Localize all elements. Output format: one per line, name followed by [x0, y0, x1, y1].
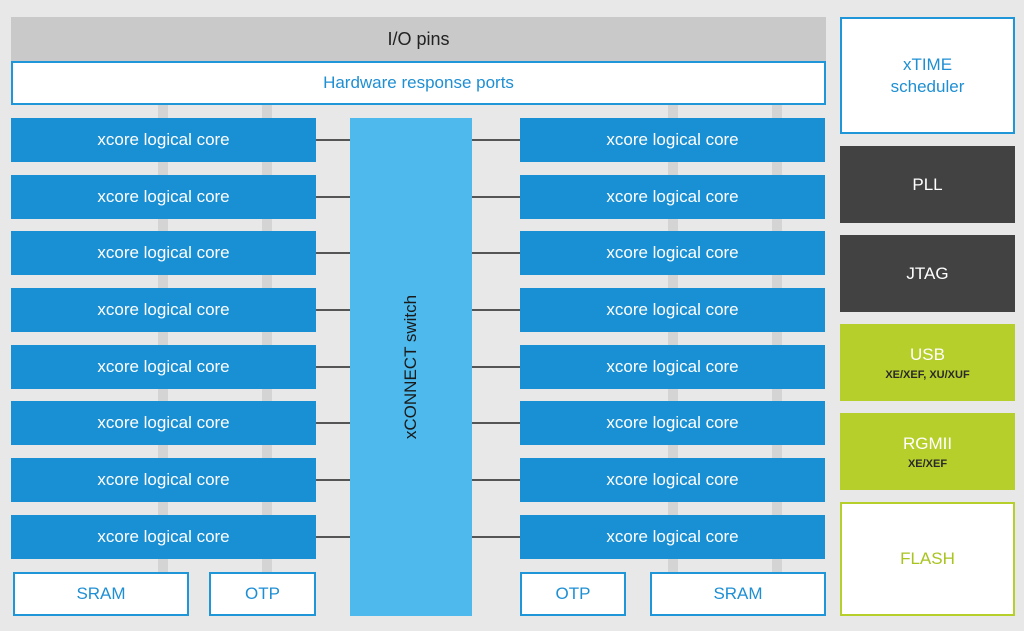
bus-line [158, 105, 168, 573]
jtag-label: JTAG [906, 263, 949, 283]
left-switch-link [316, 479, 350, 481]
left-switch-link [316, 196, 350, 198]
usb-block: USB XE/XEF, XU/XUF [840, 324, 1015, 401]
right-core-4: xcore logical core [520, 288, 825, 332]
right-switch-link [472, 252, 520, 254]
right-sram: SRAM [650, 572, 826, 616]
left-core-6: xcore logical core [11, 401, 316, 445]
flash-label: FLASH [900, 549, 955, 568]
usb-sublabel: XE/XEF, XU/XUF [885, 368, 970, 381]
io-pins-bar: I/O pins [11, 17, 826, 61]
left-core-8: xcore logical core [11, 515, 316, 559]
right-otp: OTP [520, 572, 626, 616]
right-core-5: xcore logical core [520, 345, 825, 389]
left-core-1: xcore logical core [11, 118, 316, 162]
right-core-7: xcore logical core [520, 458, 825, 502]
rgmii-block: RGMII XE/XEF [840, 413, 1015, 490]
right-core-1: xcore logical core [520, 118, 825, 162]
right-switch-link [472, 309, 520, 311]
hardware-response-ports: Hardware response ports [11, 61, 826, 105]
scheduler-label: scheduler [890, 76, 965, 96]
right-core-6: xcore logical core [520, 401, 825, 445]
right-core-3: xcore logical core [520, 231, 825, 275]
flash-block: FLASH [840, 502, 1015, 616]
pll-label: PLL [912, 174, 943, 194]
right-switch-link [472, 479, 520, 481]
left-switch-link [316, 422, 350, 424]
left-core-7: xcore logical core [11, 458, 316, 502]
rgmii-label: RGMII [902, 433, 953, 453]
right-switch-link [472, 139, 520, 141]
right-core-2: xcore logical core [520, 175, 825, 219]
bus-line [262, 105, 272, 573]
left-switch-link [316, 366, 350, 368]
right-switch-link [472, 536, 520, 538]
jtag-block: JTAG [840, 235, 1015, 312]
right-switch-link [472, 196, 520, 198]
left-core-2: xcore logical core [11, 175, 316, 219]
left-core-5: xcore logical core [11, 345, 316, 389]
usb-label: USB [910, 344, 945, 364]
left-switch-link [316, 536, 350, 538]
bus-line [668, 105, 678, 573]
pll-block: PLL [840, 146, 1015, 223]
left-core-3: xcore logical core [11, 231, 316, 275]
bus-line [772, 105, 782, 573]
xconnect-switch: xCONNECT switch [350, 118, 472, 616]
left-switch-link [316, 252, 350, 254]
xconnect-switch-label: xCONNECT switch [401, 294, 421, 440]
right-switch-link [472, 422, 520, 424]
left-sram: SRAM [13, 572, 189, 616]
xtime-label: xTIME [902, 54, 953, 74]
left-switch-link [316, 309, 350, 311]
right-switch-link [472, 366, 520, 368]
rgmii-sublabel: XE/XEF [907, 457, 948, 470]
left-core-4: xcore logical core [11, 288, 316, 332]
right-core-8: xcore logical core [520, 515, 825, 559]
left-switch-link [316, 139, 350, 141]
left-otp: OTP [209, 572, 316, 616]
xtime-scheduler: xTIME scheduler [840, 17, 1015, 134]
